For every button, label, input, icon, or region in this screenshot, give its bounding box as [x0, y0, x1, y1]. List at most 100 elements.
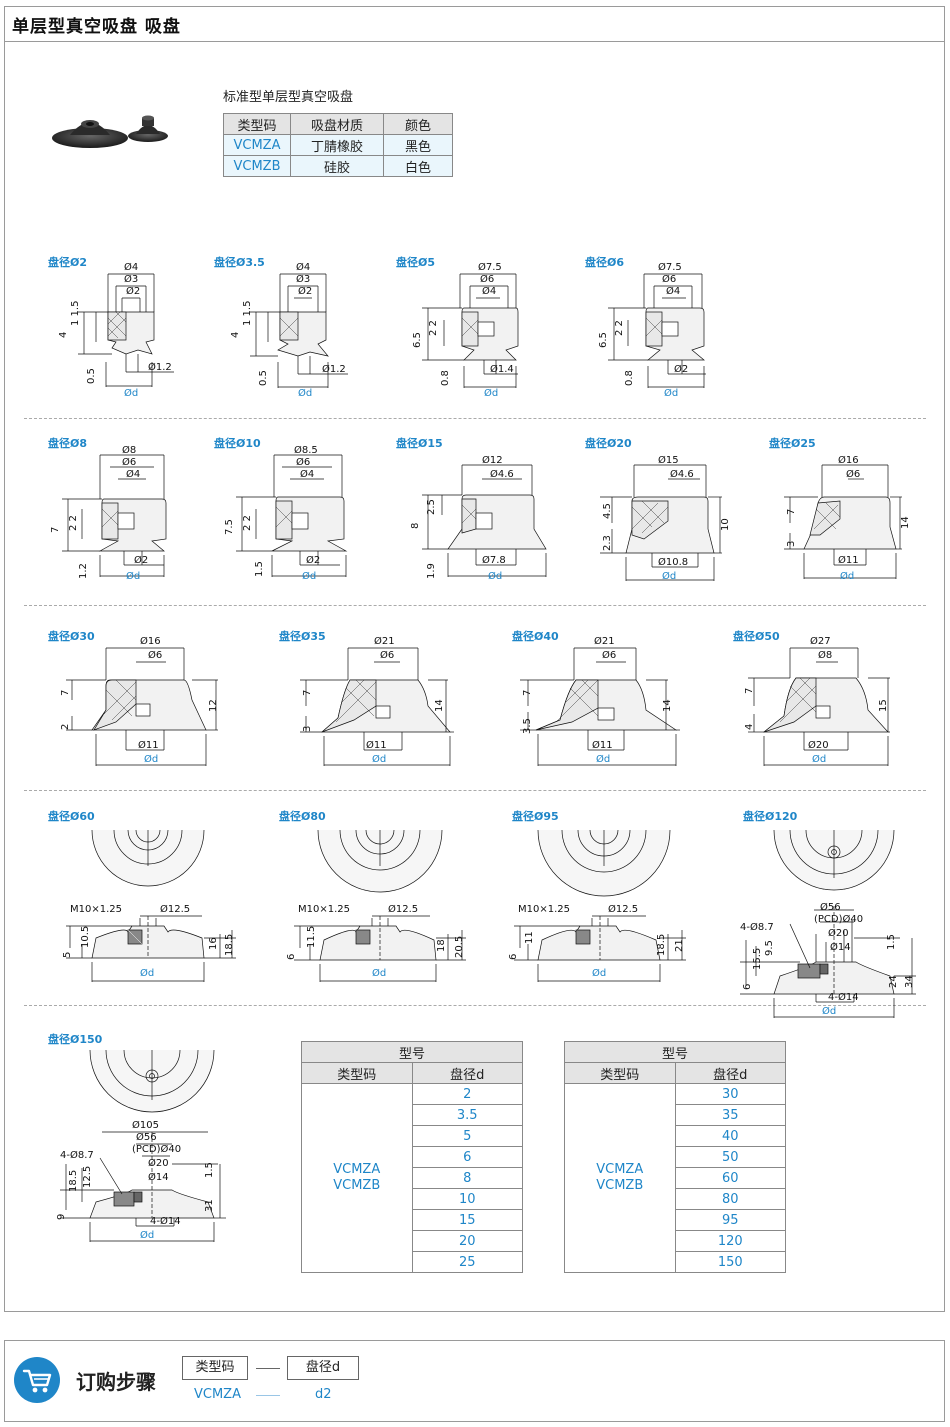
svg-text:Ød: Ød: [840, 570, 854, 582]
svg-text:6: 6: [742, 984, 753, 990]
col-header: 盘径d: [411, 1062, 523, 1084]
svg-text:Ød: Ød: [812, 753, 826, 765]
type-code-cell: VCMZB: [223, 155, 291, 177]
svg-text:Ø3: Ø3: [296, 273, 310, 285]
model-table-large: 型号 类型码 盘径d VCMZA VCMZB 30 35 40 50 60 80…: [564, 1041, 786, 1273]
svg-text:1.5: 1.5: [886, 934, 897, 950]
svg-text:Ø4: Ø4: [482, 285, 496, 297]
svg-text:Ø12.5: Ø12.5: [388, 903, 418, 915]
order-example-type-code: VCMZA: [194, 1387, 241, 1402]
svg-text:12.5: 12.5: [82, 1166, 93, 1188]
size-label-d15: 盘径Ø15: [396, 437, 443, 450]
title-divider: [4, 41, 945, 42]
diameter-cell: 10: [411, 1188, 523, 1210]
material-table: 类型码 吸盘材质 颜色 VCMZA 丁腈橡胶 黑色 VCMZB 硅胶 白色: [223, 113, 453, 177]
svg-text:Ø11: Ø11: [838, 554, 859, 566]
table-row: VCMZB 硅胶 白色: [223, 155, 453, 177]
svg-text:24: 24: [888, 975, 899, 988]
svg-text:20.5: 20.5: [454, 936, 465, 958]
svg-text:12: 12: [208, 699, 219, 712]
content-frame: [4, 6, 945, 1312]
svg-text:18: 18: [436, 939, 447, 952]
svg-text:Ød: Ød: [140, 1229, 154, 1241]
svg-text:Ø7.8: Ø7.8: [482, 554, 506, 566]
svg-text:18.5: 18.5: [656, 934, 667, 956]
svg-text:Ø2: Ø2: [298, 285, 312, 297]
size-label-d30: 盘径Ø30: [48, 630, 95, 643]
svg-text:Ø6: Ø6: [846, 468, 860, 480]
svg-text:M10×1.25: M10×1.25: [518, 904, 570, 915]
table-row: VCMZA 丁腈橡胶 黑色: [223, 134, 453, 156]
svg-text:Ø16: Ø16: [838, 454, 859, 466]
svg-text:4.5: 4.5: [602, 503, 613, 519]
svg-text:9: 9: [56, 1214, 67, 1220]
svg-text:Ø10.8: Ø10.8: [658, 556, 688, 568]
svg-text:0.5: 0.5: [258, 370, 269, 386]
svg-text:Ø12: Ø12: [482, 454, 503, 466]
svg-text:9.5: 9.5: [764, 940, 775, 956]
size-label-d80: 盘径Ø80: [279, 810, 326, 823]
size-label-d5: 盘径Ø5: [396, 256, 436, 269]
svg-text:34: 34: [904, 975, 915, 988]
svg-text:Ød: Ød: [488, 570, 502, 582]
svg-text:Ød: Ød: [302, 570, 316, 582]
svg-text:Ø12.5: Ø12.5: [160, 903, 190, 915]
diameter-cell: 8: [411, 1167, 523, 1189]
svg-text:Ø20: Ø20: [808, 739, 829, 751]
drawing-d150: Ø105 Ø56 (PCD)Ø40 Ø20 Ø14 4-Ø8.7 18.5 12…: [56, 1049, 226, 1242]
size-label-d50: 盘径Ø50: [733, 630, 780, 643]
size-label-d8: 盘径Ø8: [48, 437, 88, 450]
svg-text:8: 8: [410, 523, 421, 529]
svg-text:Ød: Ød: [372, 967, 386, 979]
svg-text:7.5: 7.5: [224, 519, 235, 535]
section-divider: [24, 605, 926, 606]
diameter-cell: 150: [674, 1251, 786, 1273]
svg-text:Ø14: Ø14: [830, 941, 851, 953]
diameter-cell: 35: [674, 1104, 786, 1126]
model-table-title: 型号: [301, 1041, 523, 1063]
svg-text:14: 14: [662, 699, 673, 712]
svg-text:1.5: 1.5: [254, 561, 265, 577]
svg-text:Ø1.2: Ø1.2: [322, 363, 346, 375]
svg-text:1 1.5: 1 1.5: [242, 301, 253, 326]
col-header: 颜色: [383, 113, 453, 135]
col-header: 类型码: [223, 113, 291, 135]
svg-text:Ød: Ød: [372, 753, 386, 765]
section-divider: [24, 1005, 926, 1006]
svg-text:18.5: 18.5: [68, 1170, 79, 1192]
svg-text:Ø4: Ø4: [296, 262, 310, 273]
diameter-cell: 6: [411, 1146, 523, 1168]
svg-text:2.3: 2.3: [602, 535, 613, 551]
svg-text:21: 21: [674, 939, 685, 952]
svg-text:Ø2: Ø2: [306, 554, 320, 566]
svg-text:0.8: 0.8: [440, 370, 451, 386]
order-box-diameter: 盘径d: [287, 1356, 359, 1380]
size-label-d10: 盘径Ø10: [214, 437, 261, 450]
svg-text:2 2: 2 2: [428, 320, 439, 336]
svg-text:Ø6: Ø6: [480, 273, 494, 285]
order-example-dash: [256, 1395, 280, 1396]
size-label-d2: 盘径Ø2: [48, 256, 88, 269]
order-box-type-code: 类型码: [182, 1356, 248, 1380]
page-title: 单层型真空吸盘 吸盘: [12, 17, 181, 37]
svg-text:4-Ø14: 4-Ø14: [828, 991, 859, 1003]
model-table-title: 型号: [564, 1041, 786, 1063]
svg-text:Ø2: Ø2: [126, 285, 140, 297]
diameter-cell: 5: [411, 1125, 523, 1147]
svg-text:1.5: 1.5: [204, 1162, 215, 1178]
svg-text:2: 2: [60, 724, 71, 730]
size-label-d95: 盘径Ø95: [512, 810, 559, 823]
svg-text:Ø16: Ø16: [140, 635, 161, 647]
diameter-cell: 20: [411, 1230, 523, 1252]
order-dash: [256, 1368, 280, 1369]
svg-text:Ø105: Ø105: [132, 1119, 159, 1131]
diameter-cell: 15: [411, 1209, 523, 1231]
material-cell: 丁腈橡胶: [290, 134, 384, 156]
